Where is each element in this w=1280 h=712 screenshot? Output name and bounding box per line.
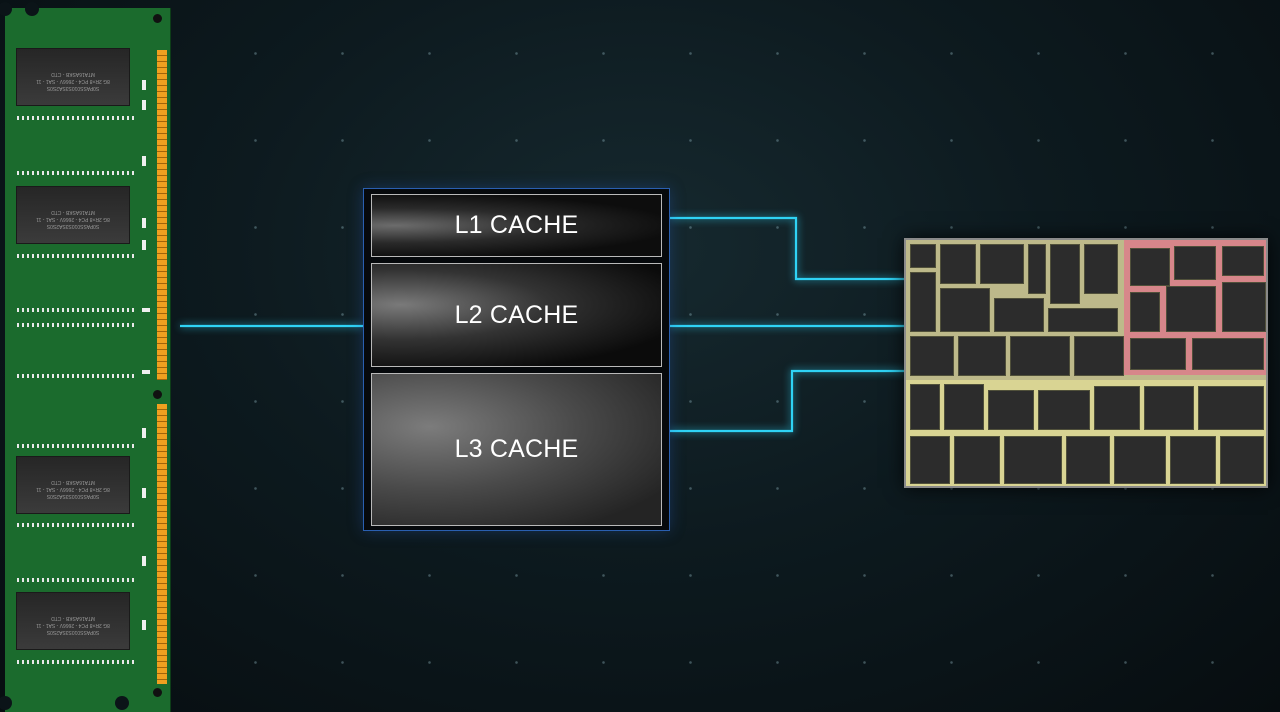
cpu-block xyxy=(1130,292,1160,332)
ram-smd-component xyxy=(142,240,146,250)
l2-cache-label: L2 CACHE xyxy=(454,300,579,329)
cpu-block xyxy=(1198,386,1264,430)
cpu-block xyxy=(910,272,936,332)
ram-chip-pins xyxy=(17,254,135,258)
ram-smd-component xyxy=(142,80,146,90)
ram-chip-text: 8G 2R×8 PC4 - 2666V - SA1 - 11 xyxy=(36,622,110,628)
cpu-block xyxy=(954,436,1000,484)
ram-mount-hole xyxy=(153,390,162,399)
cpu-block xyxy=(910,384,940,430)
cpu-block xyxy=(994,298,1044,332)
cpu-block xyxy=(944,384,984,430)
ram-notch xyxy=(25,2,39,16)
ram-chip-pins xyxy=(17,116,135,120)
cpu-block xyxy=(1222,246,1264,276)
cpu-block xyxy=(1038,390,1090,430)
ram-mount-hole xyxy=(153,14,162,23)
ram-chip-text: S0PASS010S3SA2S0S xyxy=(46,85,100,91)
ram-smd-component xyxy=(142,620,146,630)
ram-smd-component xyxy=(142,488,146,498)
l1-cache-block: L1 CACHE xyxy=(371,194,662,257)
cpu-block xyxy=(1066,436,1110,484)
cpu-block xyxy=(940,244,976,284)
cpu-block xyxy=(910,244,936,268)
cpu-block xyxy=(1114,436,1166,484)
cache-hierarchy: L1 CACHE L2 CACHE L3 CACHE xyxy=(363,188,670,531)
ram-chip-text: MTA16ASKB - CTD xyxy=(51,71,95,77)
l3-to-cpu-line xyxy=(670,369,906,433)
cpu-block xyxy=(1010,336,1070,376)
cpu-block xyxy=(1220,436,1264,484)
ram-module: S0PASS010S3SA2S0S 8G 2R×8 PC4 - 2666V - … xyxy=(0,2,171,712)
ram-smd-component xyxy=(142,100,146,110)
ram-chip-text: 8G 2R×8 PC4 - 2666V - SA1 - 11 xyxy=(36,78,110,84)
ram-smd-component xyxy=(142,370,150,374)
ram-chip-text: MTA16ASKB - CTD xyxy=(51,479,95,485)
ram-notch xyxy=(115,696,129,710)
ram-chip: S0PASS010S3SA2S0S 8G 2R×8 PC4 - 2666V - … xyxy=(16,456,130,514)
l2-cache-block: L2 CACHE xyxy=(371,263,662,367)
ram-chip-pins xyxy=(17,308,135,312)
ram-chip-pins xyxy=(17,323,135,327)
cpu-block xyxy=(940,288,990,332)
ram-gold-contacts xyxy=(157,50,167,380)
cpu-block xyxy=(1222,282,1266,332)
ram-chip-pins xyxy=(17,444,135,448)
cpu-block xyxy=(1174,246,1216,280)
cpu-block xyxy=(1084,244,1118,294)
cpu-block xyxy=(1028,244,1046,294)
cpu-block xyxy=(1094,386,1140,430)
cpu-block xyxy=(910,436,950,484)
ram-chip: S0PASS010S3SA2S0S 8G 2R×8 PC4 - 2666V - … xyxy=(16,186,130,244)
ram-chip-text: 8G 2R×8 PC4 - 2666V - SA1 - 11 xyxy=(36,486,110,492)
cpu-block xyxy=(958,336,1006,376)
ram-gold-contacts xyxy=(157,404,167,684)
cpu-block xyxy=(1144,386,1194,430)
l1-cache-label: L1 CACHE xyxy=(454,211,579,239)
l3-cache-label: L3 CACHE xyxy=(454,435,579,463)
ram-chip-pins xyxy=(17,171,135,175)
ram-chip: S0PASS010S3SA2S0S 8G 2R×8 PC4 - 2666V - … xyxy=(16,48,130,106)
cpu-die xyxy=(904,238,1268,488)
cpu-block xyxy=(1004,436,1062,484)
ram-chip-text: MTA16ASKB - CTD xyxy=(51,209,95,215)
ram-smd-component xyxy=(142,556,146,566)
cpu-block xyxy=(1050,244,1080,304)
ram-chip-pins xyxy=(17,374,135,378)
ram-chip-pins xyxy=(17,660,135,664)
ram-chip-pins xyxy=(17,523,135,527)
cpu-block xyxy=(1170,436,1216,484)
cpu-block xyxy=(980,244,1024,284)
cpu-block xyxy=(1130,338,1186,370)
l1-to-cpu-line xyxy=(670,216,906,281)
ram-mount-hole xyxy=(153,688,162,697)
ram-smd-component xyxy=(142,308,150,312)
cpu-block xyxy=(910,336,954,376)
ram-chip: S0PASS010S3SA2S0S 8G 2R×8 PC4 - 2666V - … xyxy=(16,592,130,650)
cpu-block xyxy=(1074,336,1124,376)
ram-smd-component xyxy=(142,156,146,166)
cpu-block xyxy=(1130,248,1170,286)
cpu-block xyxy=(988,390,1034,430)
ram-notch xyxy=(0,696,12,710)
ram-chip-text: MTA16ASKB - CTD xyxy=(51,615,95,621)
cpu-block xyxy=(1048,308,1118,332)
ram-smd-component xyxy=(142,428,146,438)
ram-notch xyxy=(0,2,12,16)
cpu-block xyxy=(1166,286,1216,332)
ram-chip-text: S0PASS010S3SA2S0S xyxy=(46,629,100,635)
ram-smd-component xyxy=(142,218,146,228)
ram-chip-pins xyxy=(17,578,135,582)
l3-cache-block: L3 CACHE xyxy=(371,373,662,526)
ram-chip-text: S0PASS010S3SA2S0S xyxy=(46,223,100,229)
cpu-block xyxy=(1192,338,1264,370)
ram-chip-text: S0PASS010S3SA2S0S xyxy=(46,493,100,499)
ram-chip-text: 8G 2R×8 PC4 - 2666V - SA1 - 11 xyxy=(36,216,110,222)
